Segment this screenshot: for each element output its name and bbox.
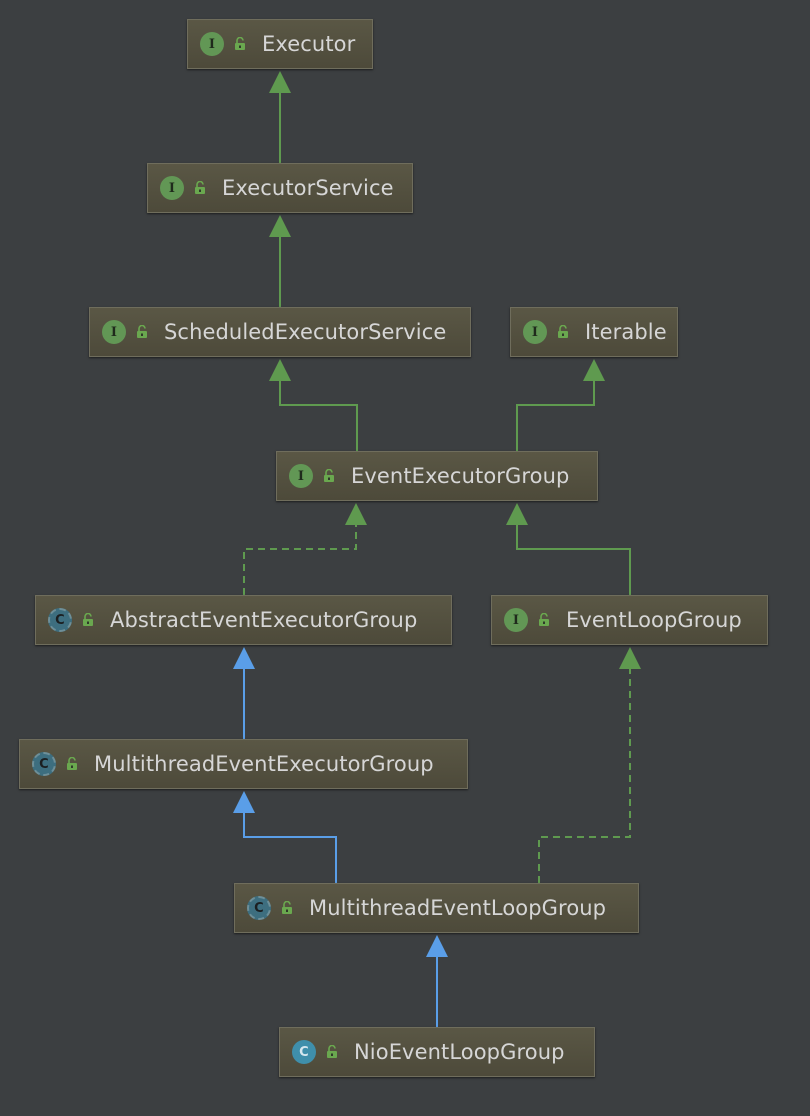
node-executor-service[interactable]: I ExecutorService <box>147 163 413 213</box>
node-label: MultithreadEventLoopGroup <box>309 896 607 920</box>
node-label: NioEventLoopGroup <box>354 1040 565 1064</box>
arrowhead <box>269 359 291 381</box>
node-label: MultithreadEventExecutorGroup <box>94 752 434 776</box>
edge-line <box>516 523 631 595</box>
edge-executor-service-to-executor <box>269 71 291 163</box>
node-iterable[interactable]: I Iterable <box>510 307 678 357</box>
edge-line <box>243 811 337 883</box>
open-lock-icon <box>82 613 94 627</box>
interface-icon: I <box>289 464 313 488</box>
class-icon: C <box>292 1040 316 1064</box>
abstract-class-icon: C <box>32 752 56 776</box>
node-label: EventLoopGroup <box>566 608 742 632</box>
edge-abstract-event-executor-group-to-event-executor-group <box>243 503 367 595</box>
arrowhead <box>506 503 528 525</box>
node-nio-event-loop-group[interactable]: C NioEventLoopGroup <box>279 1027 595 1077</box>
edge-line <box>538 667 631 883</box>
open-lock-icon <box>557 325 569 339</box>
edge-scheduled-executor-service-to-executor-service <box>269 215 291 307</box>
open-lock-icon <box>326 1045 338 1059</box>
interface-icon: I <box>102 320 126 344</box>
node-label: EventExecutorGroup <box>351 464 570 488</box>
abstract-class-icon: C <box>48 608 72 632</box>
edge-event-executor-group-to-iterable <box>516 359 605 451</box>
open-lock-icon <box>538 613 550 627</box>
open-lock-icon <box>66 757 78 771</box>
edge-event-executor-group-to-scheduled-executor-service <box>269 359 358 451</box>
node-multithread-event-loop-group[interactable]: C MultithreadEventLoopGroup <box>234 883 639 933</box>
node-label: AbstractEventExecutorGroup <box>110 608 418 632</box>
edge-line <box>243 523 357 595</box>
edge-multithread-event-loop-group-to-multithread-event-executor-group <box>233 791 337 883</box>
arrowhead <box>233 647 255 669</box>
arrowhead <box>426 935 448 957</box>
node-event-executor-group[interactable]: I EventExecutorGroup <box>276 451 598 501</box>
abstract-class-icon: C <box>247 896 271 920</box>
edge-nio-event-loop-group-to-multithread-event-loop-group <box>426 935 448 1027</box>
interface-icon: I <box>160 176 184 200</box>
open-lock-icon <box>136 325 148 339</box>
arrowhead <box>233 791 255 813</box>
open-lock-icon <box>281 901 293 915</box>
edge-line <box>279 379 358 451</box>
interface-icon: I <box>200 32 224 56</box>
interface-icon: I <box>504 608 528 632</box>
edge-line <box>516 379 595 451</box>
edge-multithread-event-executor-group-to-abstract-event-executor-group <box>233 647 255 739</box>
node-label: Executor <box>262 32 356 56</box>
node-multithread-event-executor-group[interactable]: C MultithreadEventExecutorGroup <box>19 739 468 789</box>
open-lock-icon <box>234 37 246 51</box>
arrowhead <box>619 647 641 669</box>
interface-icon: I <box>523 320 547 344</box>
edge-multithread-event-loop-group-to-event-loop-group <box>538 647 641 883</box>
node-scheduled-executor-service[interactable]: I ScheduledExecutorService <box>89 307 471 357</box>
arrowhead <box>345 503 367 525</box>
node-label: ExecutorService <box>222 176 394 200</box>
node-abstract-event-executor-group[interactable]: C AbstractEventExecutorGroup <box>35 595 452 645</box>
node-label: Iterable <box>585 320 667 344</box>
node-event-loop-group[interactable]: I EventLoopGroup <box>491 595 768 645</box>
node-label: ScheduledExecutorService <box>164 320 447 344</box>
arrowhead <box>269 215 291 237</box>
node-executor[interactable]: I Executor <box>187 19 373 69</box>
edge-event-loop-group-to-event-executor-group <box>506 503 631 595</box>
open-lock-icon <box>323 469 335 483</box>
arrowhead <box>583 359 605 381</box>
arrowhead <box>269 71 291 93</box>
open-lock-icon <box>194 181 206 195</box>
